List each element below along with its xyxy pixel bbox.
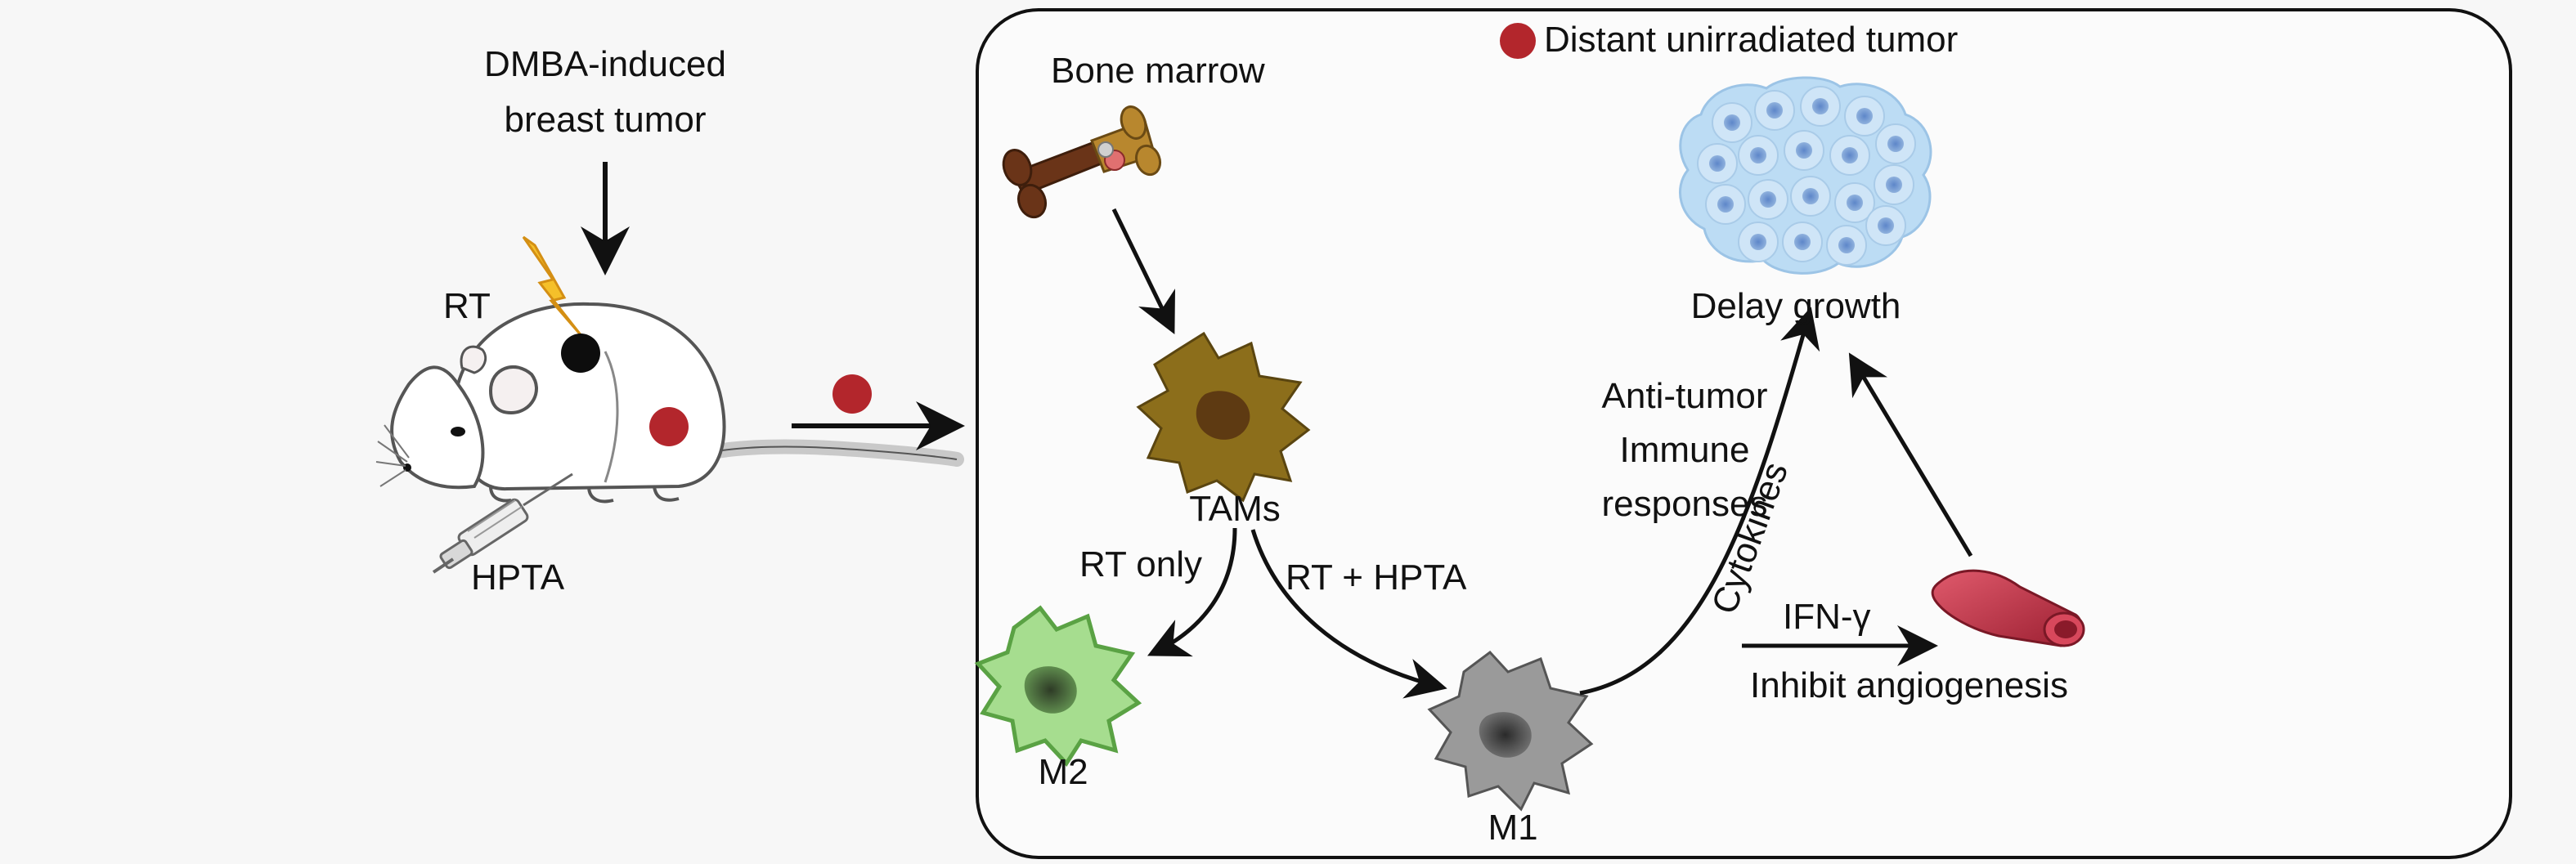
tumor-cell-nucleus — [1717, 196, 1734, 213]
tumor-cell-nucleus — [1886, 177, 1902, 193]
tumor-cell-nucleus — [1794, 234, 1811, 250]
mechanism-panel-frame — [976, 8, 2512, 859]
rt-hpta-label: RT + HPTA — [1286, 557, 1467, 598]
tumor-cell-nucleus — [1812, 98, 1829, 114]
lightning-bolt-icon — [522, 235, 584, 338]
tumor-cell-nucleus — [1847, 195, 1863, 211]
m1-label: M1 — [1488, 808, 1538, 848]
tumor-label-line1: DMBA-induced — [484, 44, 726, 84]
tams-label: TAMs — [1189, 489, 1281, 529]
tumor-cell-nucleus — [1724, 114, 1740, 131]
syringe-icon — [432, 472, 573, 574]
distant-tumor-dot — [649, 407, 689, 446]
tam-cell — [1136, 331, 1311, 503]
ifn-gamma-label: IFN-γ — [1783, 597, 1871, 637]
m2-cell — [974, 605, 1142, 768]
bone-marrow-icon — [1002, 105, 1162, 219]
m2-label: M2 — [1038, 752, 1088, 792]
delay-growth-label: Delay growth — [1690, 286, 1901, 326]
inhibit-angiogenesis-label: Inhibit angiogenesis — [1750, 665, 2068, 705]
tumor-cell-nucleus — [1878, 217, 1894, 234]
bone-to-tam-arrow — [1111, 208, 1175, 334]
legend-label: Distant unirradiated tumor — [1544, 20, 1959, 60]
tam-to-m2-arrow — [1147, 527, 1237, 657]
tumor-cell-nucleus — [1802, 188, 1819, 204]
rt-label: RT — [443, 286, 491, 326]
anti-tumor-label-line3: responses — [1601, 484, 1768, 524]
mouse-illustration — [375, 302, 964, 504]
tumor-cell-nucleus — [1750, 147, 1766, 163]
tumor-cell-nucleus — [1842, 147, 1858, 163]
legend-tumor-dot — [1500, 23, 1536, 59]
tumor-cell-nucleus — [1796, 142, 1812, 159]
tumor-cell-nucleus — [1856, 108, 1873, 124]
tumor-cell-nucleus — [1760, 191, 1776, 208]
anti-tumor-label-line2: Immune — [1619, 430, 1750, 470]
tumor-cell-nucleus — [1709, 155, 1726, 172]
vessel-to-tumor-arrow — [1848, 352, 1973, 557]
tumor-cell-nucleus — [1750, 234, 1766, 250]
m1-cell — [1427, 650, 1594, 812]
tumor-cell-nucleus — [1766, 102, 1783, 119]
bone-marrow-label: Bone marrow — [1051, 51, 1265, 91]
blood-vessel-icon — [1931, 569, 2085, 647]
hpta-label: HPTA — [471, 557, 565, 598]
tumor-cell-nucleus — [1838, 237, 1855, 253]
anti-tumor-label-line1: Anti-tumor — [1601, 376, 1768, 416]
m1-to-tumor-arrow — [1579, 307, 1820, 696]
rt-only-label: RT only — [1079, 544, 1203, 584]
irradiated-tumor-dot — [561, 334, 600, 373]
transfer-tumor-dot — [832, 374, 872, 414]
tumor-label-line2: breast tumor — [504, 100, 707, 140]
tumor-cell-nucleus — [1887, 136, 1904, 152]
tam-to-m1-arrow — [1250, 529, 1447, 699]
tumor-cluster — [1679, 76, 1932, 275]
